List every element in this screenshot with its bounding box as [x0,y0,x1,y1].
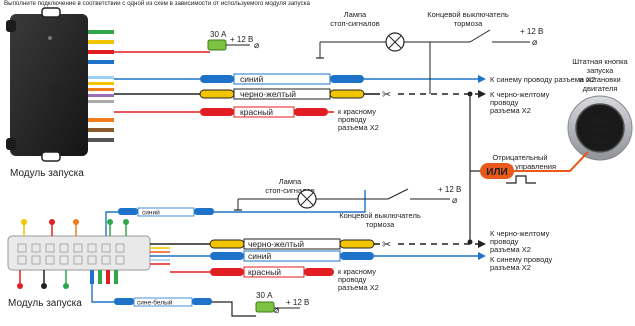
top-module-label: Модуль запуска [10,168,84,179]
start-stop-area: Штатная кнопка запуска и остановки двига… [429,50,633,245]
fuse-icon [255,301,275,313]
svg-text:К синему проводу разъема X2: К синему проводу разъема X2 [490,75,595,84]
svg-text:Концевой выключатель: Концевой выключатель [339,211,421,220]
svg-text:Отрицательный: Отрицательный [492,153,547,162]
svg-text:импульс управления: импульс управления [484,162,556,171]
svg-text:красный: красный [248,267,281,277]
top-brake-circuit: Лампа стоп-сигналов Концевой выключатель… [316,10,543,59]
or-to-button-line [514,151,589,172]
svg-text:проводу: проводу [490,98,519,107]
top-fuse-plus12: + 12 В [230,35,253,44]
svg-text:STOP: STOP [590,126,610,135]
module-pins [17,219,129,289]
bottom-wire-black-yellow: черно-желтый ✂ К черно-желтому проводу р… [170,229,550,254]
led-icon [48,36,52,40]
arrow-icon [478,90,486,98]
switch-icon [387,188,409,200]
svg-text:проводу: проводу [338,115,367,124]
svg-text:стоп-сигналов: стоп-сигналов [265,186,314,195]
top-module: StarLine [6,7,114,162]
svg-text:30 А: 30 А [256,291,273,300]
top-wire-blue: синий К синему проводу разъема X2 [114,73,595,85]
bottom-module [7,219,170,289]
bottom-scheme: Модуль запуска синий Лампа стоп-сигналов… [7,177,552,317]
bottom-brake-circuit: Лампа стоп-сигналов + 12 В ⌀ Концевой вы… [234,177,461,229]
svg-text:к красному: к красному [338,267,376,276]
bottom-wire-blue-to-lamp: синий [105,190,366,236]
power-terminal-icon: ⌀ [254,40,260,50]
top-module-wire-stubs [88,30,114,142]
power-terminal-icon: ⌀ [274,305,280,315]
top-fuse-rating: 30 А [210,30,227,39]
power-terminal-icon: ⌀ [452,195,458,205]
or-badge [480,163,514,179]
mount-tab [41,151,61,162]
scissors-icon: ✂ [382,89,391,101]
svg-text:+ 12 В: + 12 В [438,185,461,194]
svg-text:тормоза: тормоза [454,19,483,28]
svg-text:Концевой выключатель: Концевой выключатель [427,10,509,19]
arrow-icon [478,240,486,248]
svg-text:стоп-сигналов: стоп-сигналов [330,19,379,28]
switch-icon [469,29,491,43]
svg-text:к красному: к красному [338,107,376,116]
top-wire-red: красный к красному проводу разъема X2 [114,106,379,132]
top-wire-black-yellow: черно-желтый ✂ К черно-желтому проводу р… [114,88,550,115]
svg-text:ENGINE: ENGINE [591,139,608,144]
pulse-icon [506,175,536,184]
scissors-icon: ✂ [382,239,391,251]
svg-text:разъема X2: разъема X2 [490,106,531,115]
bottom-module-label: Модуль запуска [8,298,82,309]
svg-text:и остановки: и остановки [579,75,620,84]
svg-text:START: START [588,117,612,126]
svg-text:двигателя: двигателя [583,84,618,93]
svg-text:черно-желтый: черно-желтый [240,89,296,99]
svg-text:проводу: проводу [490,237,519,246]
starline-logo: StarLine [47,82,61,130]
svg-text:синий: синий [240,74,263,84]
svg-text:запуска: запуска [587,66,615,75]
svg-text:красный: красный [240,107,273,117]
arrow-icon [478,75,486,83]
svg-text:проводу: проводу [338,275,367,284]
top-module-body [10,14,88,156]
svg-text:Штатная кнопка: Штатная кнопка [572,57,628,66]
svg-text:сине-белый: сине-белый [137,299,173,307]
top-scheme: StarLine Модуль запуска [6,7,595,179]
svg-text:разъема X2: разъема X2 [338,123,379,132]
svg-text:Лампа: Лампа [279,177,302,186]
bottom-wire-blue: синий К синему проводу разъема X2 [170,250,552,272]
top-fuse: 30 А + 12 В ⌀ [114,30,260,53]
svg-text:разъема X2: разъема X2 [490,263,531,272]
svg-text:К черно-желтому: К черно-желтому [490,229,550,238]
bottom-module-body [7,235,151,271]
svg-text:К синему проводу: К синему проводу [490,255,552,264]
header-text: Выполните подключение в соответствии с о… [4,0,310,7]
svg-text:черно-желтый: черно-желтый [248,239,304,249]
svg-text:К черно-желтому: К черно-желтому [490,90,550,99]
bottom-wire-red: красный к красному проводу разъема X2 [170,266,379,292]
bottom-wire-blue-white: сине-белый 30 А + 12 В ⌀ [91,284,309,317]
mount-tab [41,7,61,18]
fuse-icon [207,39,227,51]
svg-text:тормоза: тормоза [366,220,395,229]
start-stop-button: START STOP ENGINE [567,95,633,161]
svg-text:разъема X2: разъема X2 [338,283,379,292]
power-terminal-icon: ⌀ [532,37,538,47]
svg-text:синий: синий [142,209,160,217]
arrow-icon [478,252,486,260]
svg-text:синий: синий [248,251,271,261]
svg-text:Лампа: Лампа [344,10,367,19]
svg-text:разъема X2: разъема X2 [490,245,531,254]
svg-text:+ 12 В: + 12 В [286,298,309,307]
svg-text:+ 12 В: + 12 В [520,27,543,36]
svg-text:ИЛИ: ИЛИ [486,167,507,178]
